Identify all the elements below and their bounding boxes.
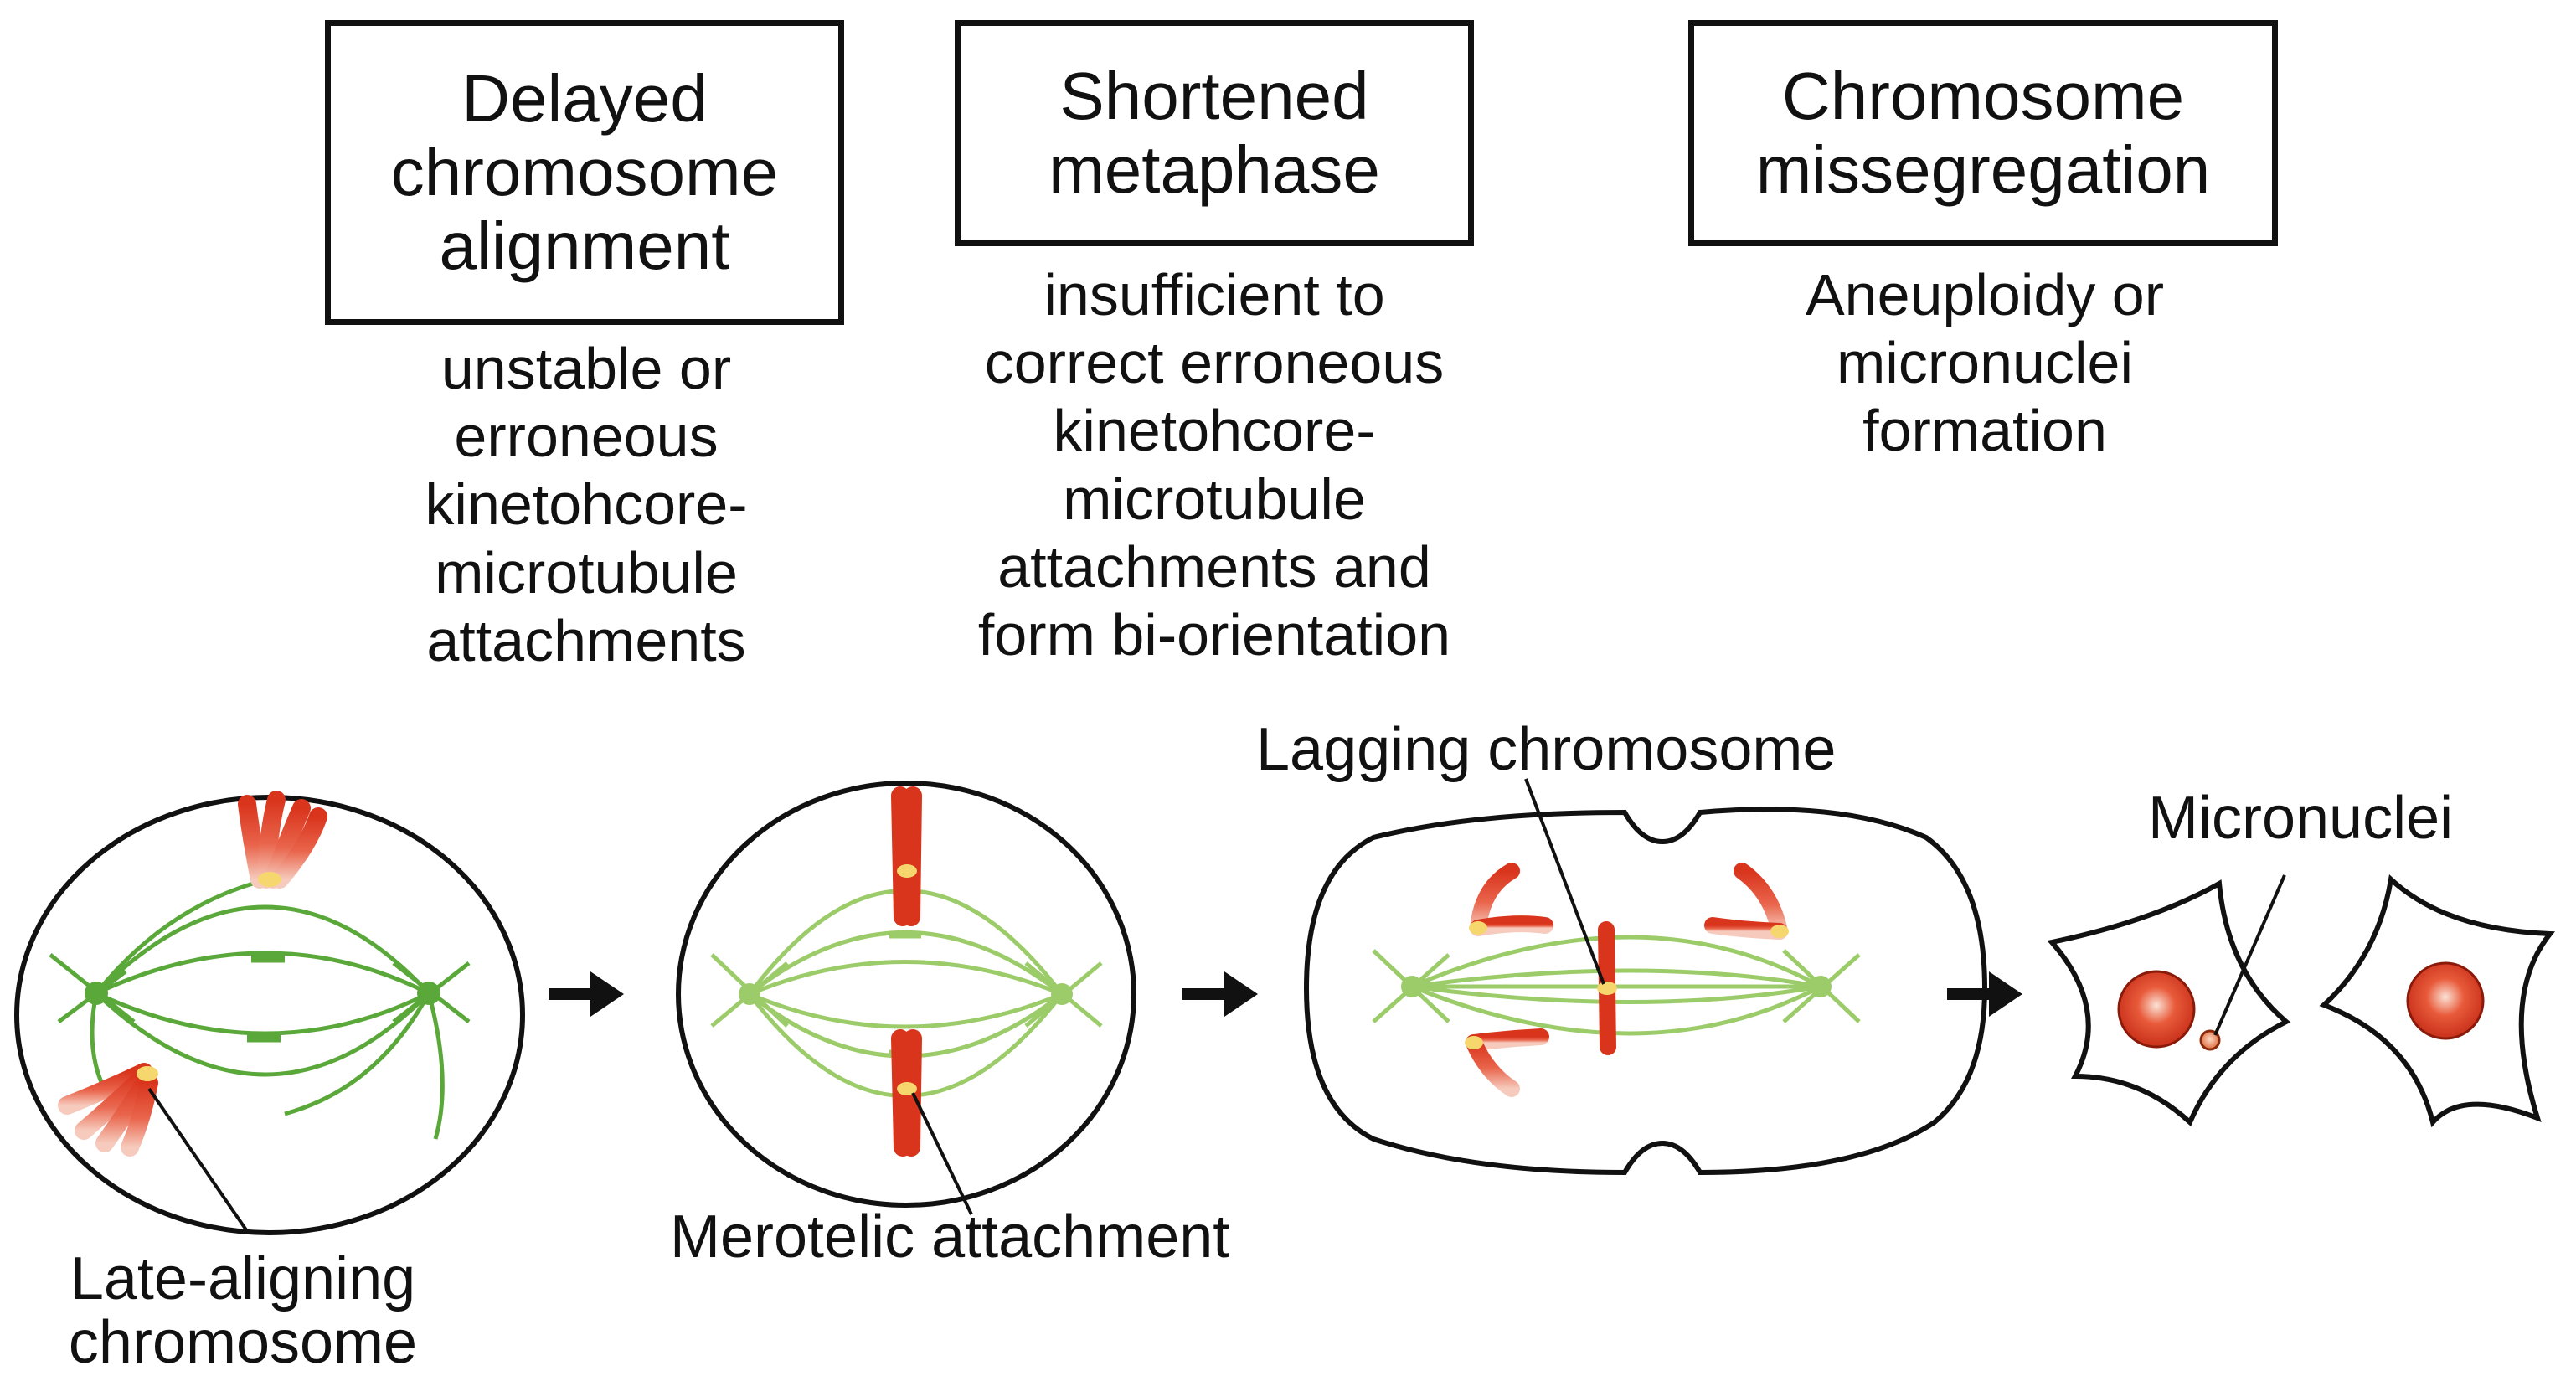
stage2-title: Shortened metaphase <box>1048 59 1380 207</box>
stage2-description: insufficient to correct erroneous kineto… <box>977 262 1451 667</box>
cell-1-pole-left <box>85 982 108 1005</box>
stage1-title-box: Delayed chromosome alignment <box>325 20 844 325</box>
late-aligning-pointer <box>147 1087 249 1233</box>
nucleus-left <box>2117 970 2196 1049</box>
cell-1-pole-right <box>417 982 440 1005</box>
cell-1 <box>14 791 525 1235</box>
cell-3-membrane <box>1303 807 1988 1176</box>
stage1-description: unstable or erroneous kinetohcore- micro… <box>425 336 748 673</box>
right-arrow-icon <box>1947 971 2022 1017</box>
daughter-cell-left <box>2047 874 2291 1127</box>
lagging-chromosome <box>1597 921 1617 1055</box>
cell-3-chromatid-left-lower <box>1465 1028 1549 1097</box>
cell-3-pole-left <box>1401 976 1423 997</box>
cell-1-midzone-marks <box>247 955 285 1043</box>
micronuclei-pointer <box>2213 874 2286 1036</box>
right-arrow-icon <box>549 971 624 1017</box>
cell-3-chromatid-right-upper <box>1704 863 1789 940</box>
cell-2-pole-left <box>739 983 760 1005</box>
nucleus-right <box>2406 961 2485 1040</box>
stage1-title: Delayed chromosome alignment <box>390 61 779 283</box>
cell-1-chromosome-top <box>238 791 327 889</box>
micronucleus <box>2199 1029 2221 1051</box>
stage2-title-box: Shortened metaphase <box>955 20 1474 246</box>
right-arrow-icon <box>1182 971 1258 1017</box>
stage3-title-box: Chromosome missegregation <box>1688 20 2278 246</box>
lagging-pointer <box>1524 778 1605 985</box>
micronuclei-label: Micronuclei <box>2148 785 2454 852</box>
cell-2-membrane <box>676 781 1136 1208</box>
daughter-cell-right <box>2319 874 2556 1128</box>
merotelic-label: Merotelic attachment <box>670 1203 1230 1270</box>
stage3-title: Chromosome missegregation <box>1755 59 2211 207</box>
cell-2 <box>676 781 1136 1215</box>
cell-2-chromosome-top <box>891 786 922 926</box>
cell-3 <box>1303 778 1988 1176</box>
cell-3-chromatid-left-upper <box>1469 863 1553 936</box>
cell-3-pole-right <box>1810 976 1832 997</box>
merotelic-chromosome <box>891 1029 922 1157</box>
late-aligning-chromosome <box>58 1063 158 1157</box>
merotelic-pointer <box>911 1092 973 1215</box>
late-aligning-label: Late-aligning chromosome <box>68 1245 418 1376</box>
stage3-description: Aneuploidy or micronuclei formation <box>1805 262 2165 464</box>
cell-2-pole-right <box>1051 983 1073 1005</box>
lagging-label: Lagging chromosome <box>1256 716 1837 783</box>
